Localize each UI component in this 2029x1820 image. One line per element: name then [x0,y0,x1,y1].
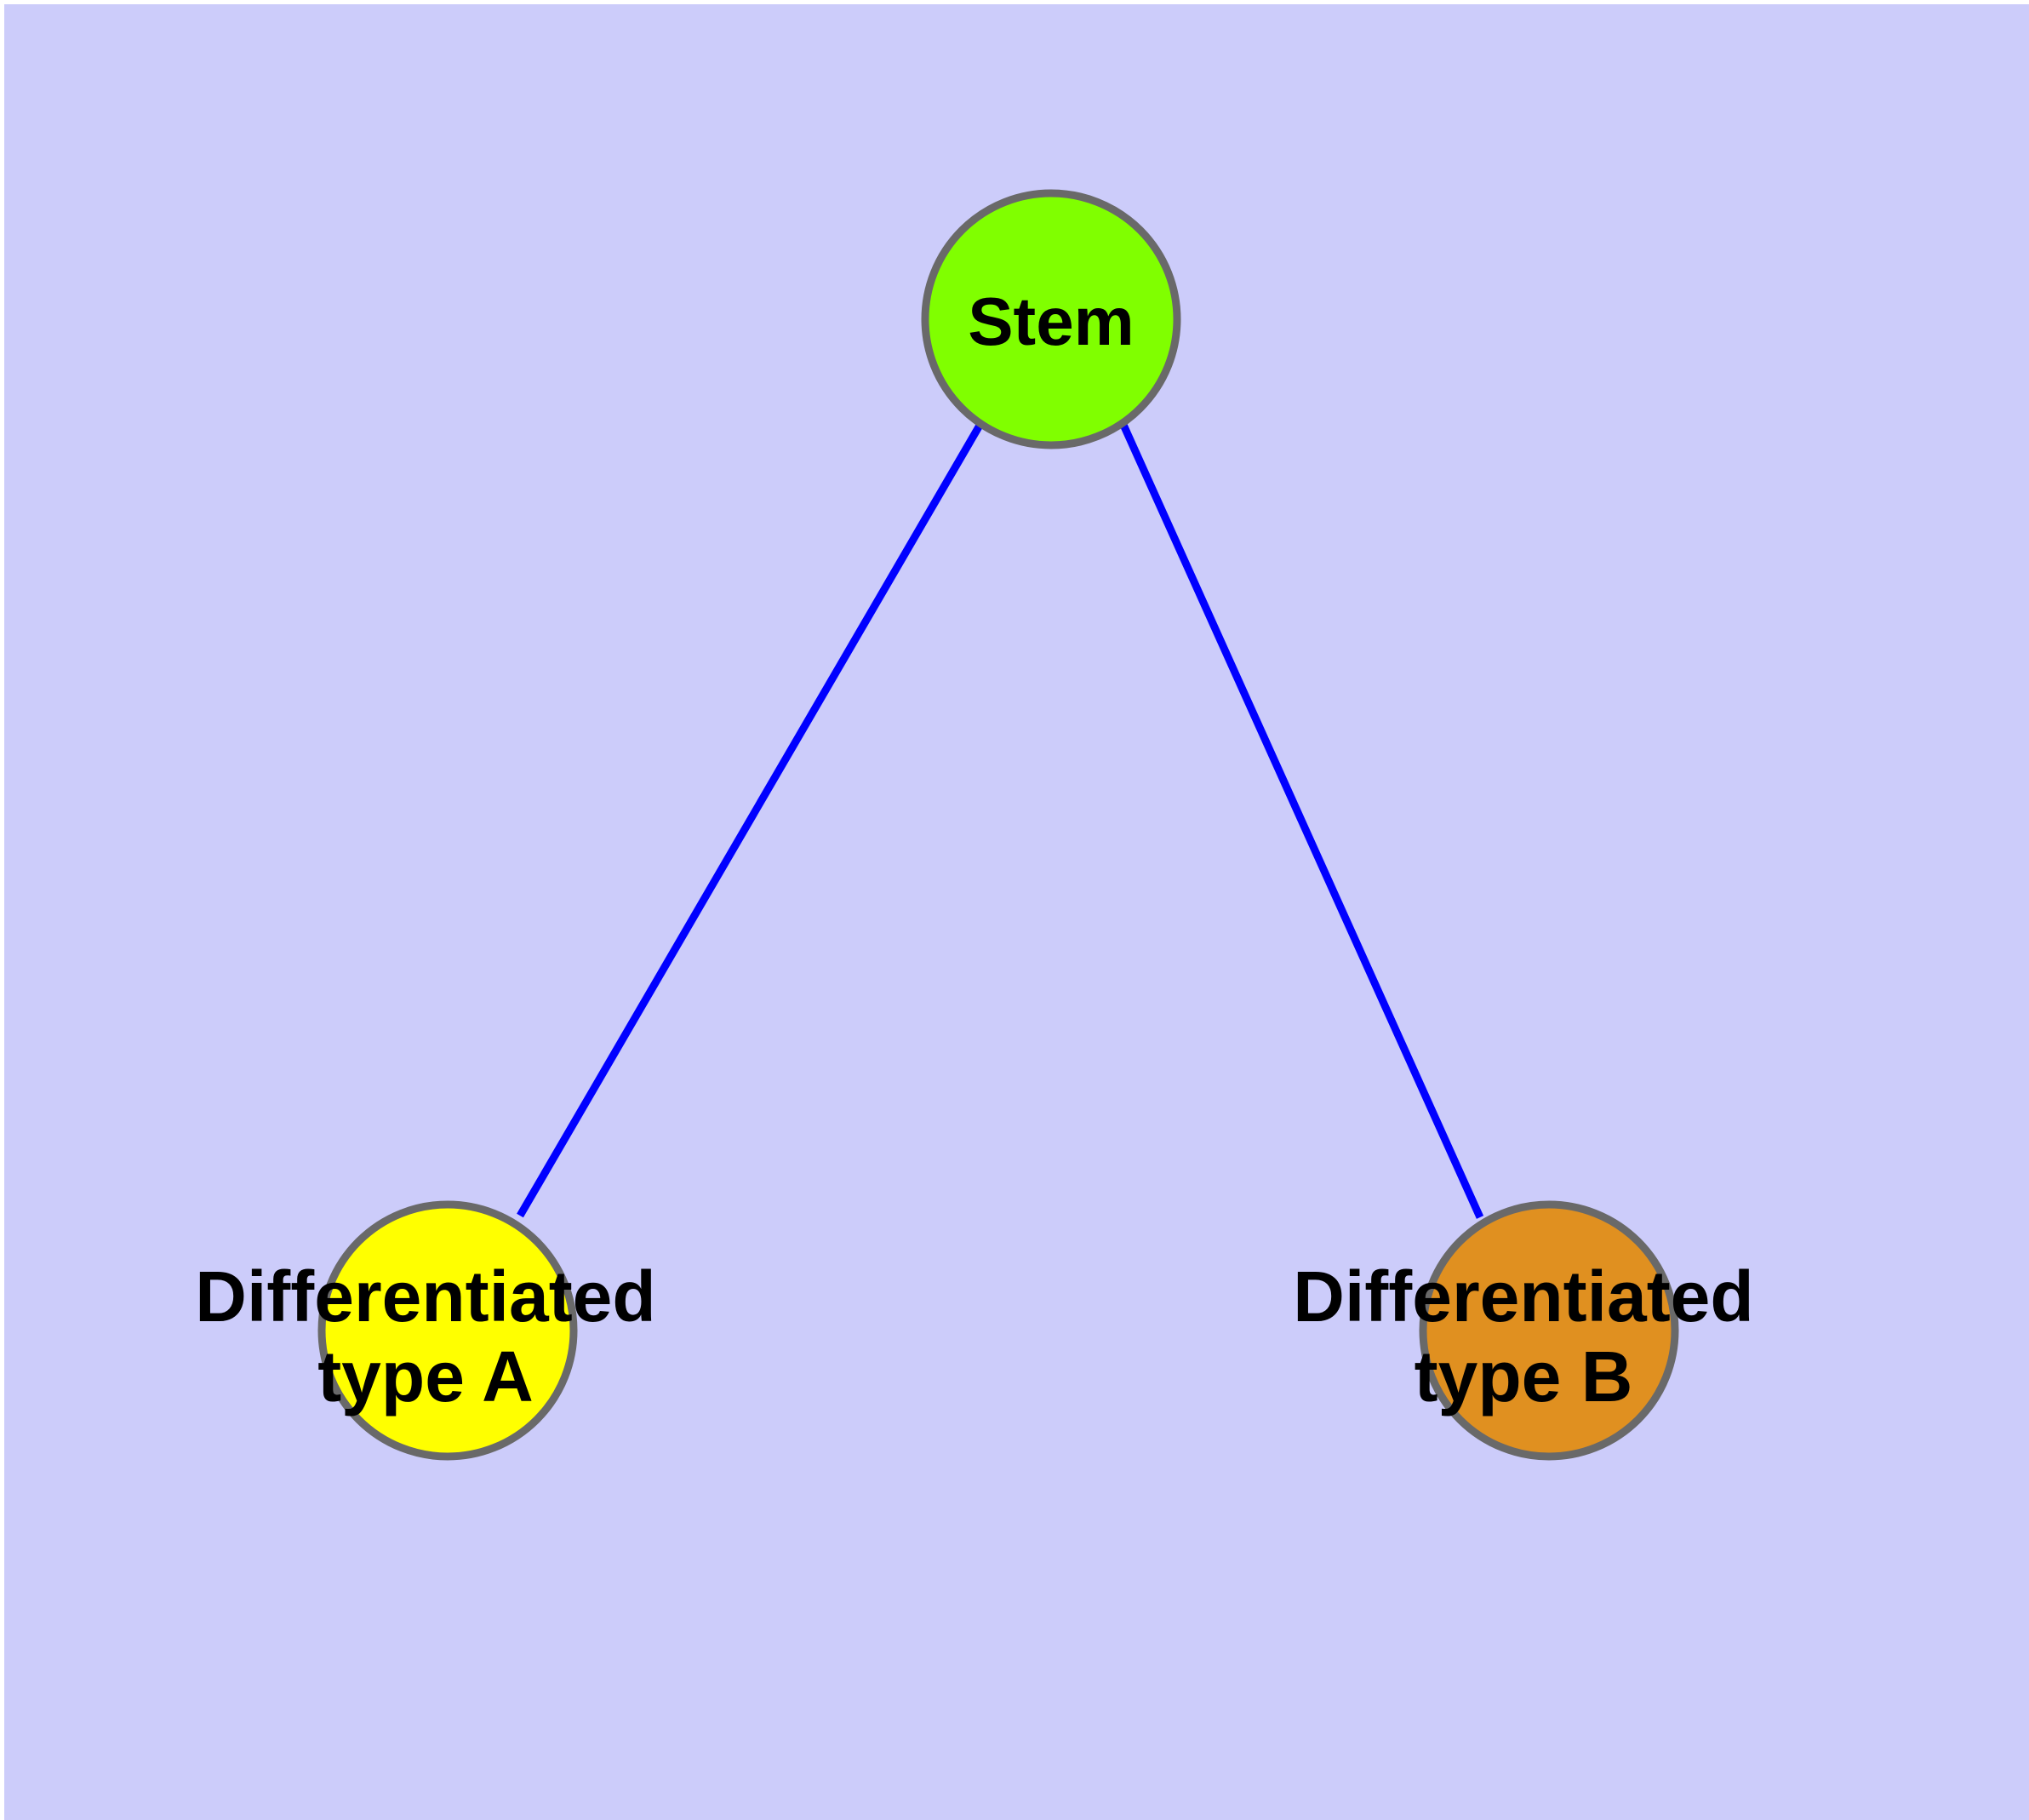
node-differentiated-type-a[interactable] [317,1200,578,1461]
edge-stem-to-differentiated-type-b[interactable] [1119,423,1484,1219]
node-group [317,189,1679,1461]
node-differentiated-type-b[interactable] [1419,1200,1679,1461]
edge-group [517,421,1484,1219]
edge-stem-to-differentiated-type-a[interactable] [517,421,984,1218]
node-stem[interactable] [921,189,1181,449]
